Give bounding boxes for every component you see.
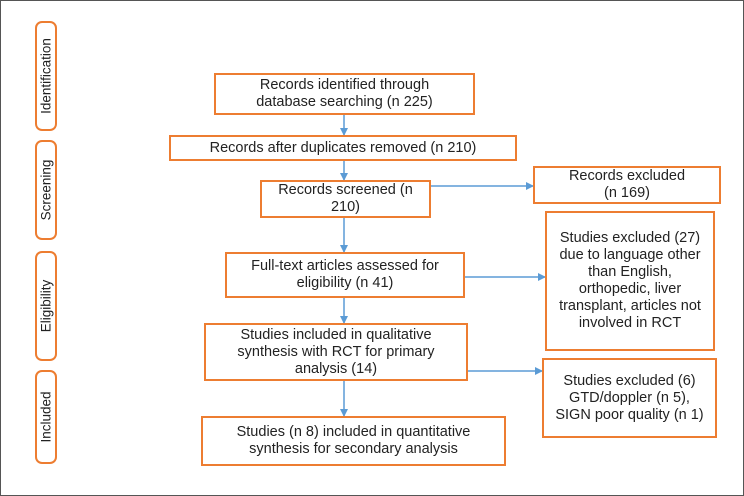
box-quantitative-synthesis-text: Studies (n 8) included in quantitative s… [236,424,471,457]
box-after-duplicates-text: Records after duplicates removed (n 210) [209,139,477,156]
box-quantitative-synthesis: Studies (n 8) included in quantitative s… [201,416,506,466]
box-after-duplicates: Records after duplicates removed (n 210) [169,135,517,161]
box-studies-excluded-27: Studies excluded (27) due to language ot… [545,211,715,351]
box-full-text-assessed: Full-text articles assessed for eligibil… [225,252,465,298]
box-records-excluded-text: Records excluded (n 169) [568,168,686,201]
box-studies-excluded-6: Studies excluded (6) GTD/doppler (n 5), … [542,358,717,438]
box-full-text-assessed-text: Full-text articles assessed for eligibil… [251,258,439,291]
box-studies-excluded-6-text: Studies excluded (6) GTD/doppler (n 5), … [555,372,704,423]
box-records-identified: Records identified through database sear… [214,73,475,115]
box-records-screened: Records screened (n 210) [260,180,431,218]
box-qualitative-synthesis: Studies included in qualitative synthesi… [204,323,468,381]
box-qualitative-synthesis-text: Studies included in qualitative synthesi… [237,326,435,377]
stage-eligibility: Eligibility [35,251,57,361]
stage-identification: Identification [35,21,57,131]
stage-included: Included [35,370,57,464]
box-records-screened-text: Records screened (n 210) [278,182,413,215]
box-records-identified-text: Records identified through database sear… [256,77,433,110]
box-records-excluded: Records excluded (n 169) [533,166,721,204]
stage-screening: Screening [35,140,57,240]
box-studies-excluded-27-text: Studies excluded (27) due to language ot… [559,230,701,331]
